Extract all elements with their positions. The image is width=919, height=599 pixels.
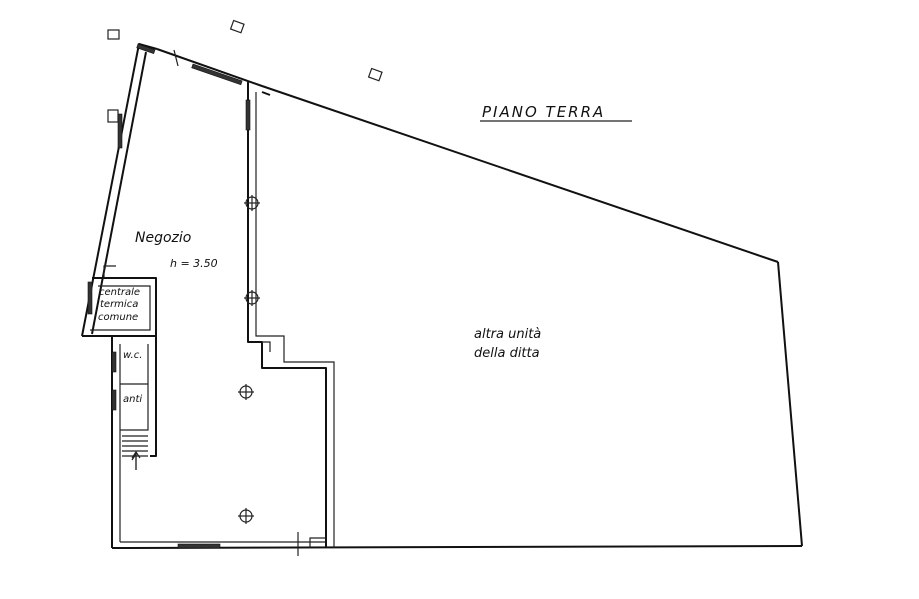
partition-wall-right-face [255, 92, 335, 548]
marker-3 [367, 67, 383, 82]
south-boundary-wall [111, 545, 803, 549]
partition-wall-step [262, 341, 271, 352]
centrale-termica-step [103, 265, 116, 278]
label-negozio: Negozio [135, 230, 191, 246]
north-markers [107, 19, 383, 556]
shop-corner-notch [309, 537, 326, 548]
window-west-2 [117, 113, 123, 149]
west-facade-wall [81, 43, 158, 337]
label-centrale-2: termica [100, 299, 138, 310]
outer-walls [81, 43, 803, 549]
east-boundary-wall [777, 261, 803, 547]
door-south [177, 543, 221, 549]
pillar-4 [238, 508, 254, 524]
room-labels: Negozio h = 3.50 centrale termica comune… [98, 230, 541, 405]
window-west-3 [87, 281, 93, 315]
door-partition [245, 99, 251, 131]
label-height: h = 3.50 [170, 257, 218, 270]
north-boundary-wall [156, 48, 779, 263]
service-column-inner [120, 344, 149, 431]
stair-arrow-head [131, 450, 141, 470]
label-anti: anti [123, 394, 142, 405]
pillar-1 [244, 195, 260, 211]
negozio-walls [247, 82, 335, 548]
window-north-1 [191, 63, 243, 86]
label-centrale-1: centrale [99, 287, 140, 298]
pillar-2 [244, 290, 260, 306]
partition-wall-left [247, 82, 327, 548]
openings [87, 43, 251, 549]
label-other-unit-1: altra unità [474, 327, 541, 342]
service-column-right-wall [150, 336, 157, 457]
plan-title: PIANO TERRA [482, 103, 605, 121]
label-centrale-3: comune [98, 312, 138, 323]
pillar-3 [238, 384, 254, 400]
centrale-termica-inner [90, 285, 151, 331]
west-facade-wall-inner [91, 51, 147, 335]
window-west-1 [136, 43, 156, 55]
plan-title-group: PIANO TERRA [480, 103, 632, 122]
marker-1 [107, 29, 120, 40]
marker-2 [229, 19, 245, 34]
centrale-termica-walls [82, 277, 157, 337]
label-wc: w.c. [123, 350, 142, 361]
pillars [238, 195, 260, 524]
door-anti [111, 389, 117, 411]
tick-north [173, 49, 179, 67]
partition-wall-right [261, 91, 271, 96]
marker-4 [107, 109, 119, 123]
service-rooms [82, 265, 157, 470]
door-wc [111, 351, 117, 373]
label-other-unit-2: della ditta [474, 346, 540, 361]
